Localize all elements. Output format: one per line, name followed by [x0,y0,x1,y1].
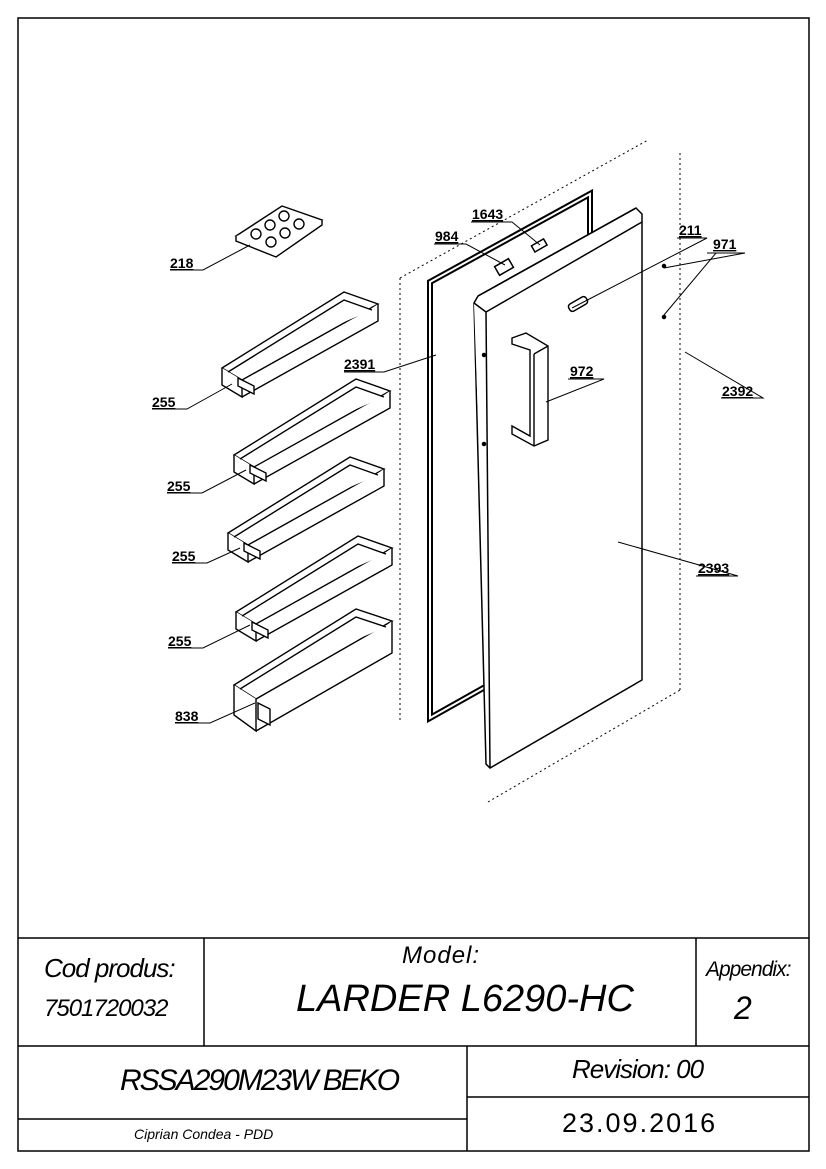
label-971: 971 [713,236,737,252]
label-211: 211 [679,222,702,238]
label-984: 984 [435,228,459,244]
label-255: 255 [152,394,176,410]
leader-lines [152,221,765,724]
appendix-label: Appendix: [706,958,791,981]
outer-door [473,207,667,769]
door-shelf [220,291,380,399]
door-shelf [234,535,394,643]
door-handle [511,332,549,447]
title-block-grid [18,937,809,1151]
door-shelf [226,456,386,564]
label-218: 218 [170,255,194,271]
label-2392: 2392 [722,383,753,399]
product-name: RSSA290M23W BEKO [120,1064,400,1097]
label-255: 255 [172,548,196,564]
product-code-label: Cod produs: [44,953,176,983]
label-255: 255 [168,633,192,649]
label-1643: 1643 [472,206,503,222]
model-value: LARDER L6290-HC [296,978,634,1020]
appendix-value: 2 [734,990,752,1026]
egg-tray [234,205,324,258]
label-255: 255 [167,478,191,494]
label-838: 838 [175,708,199,724]
revision: Revision: 00 [572,1054,704,1084]
door-shelf [232,378,392,486]
drawing-frame [17,17,810,1152]
product-code-value: 7501720032 [44,995,168,1022]
author: Ciprian Condea - PDD [134,1126,274,1142]
label-2391: 2391 [344,356,375,372]
model-label: Model: [402,942,481,969]
assembly-guide-lines [399,139,681,803]
revision-date: 23.09.2016 [562,1108,718,1138]
label-2393: 2393 [698,560,729,576]
label-972: 972 [570,363,594,379]
door-shelf-large [232,608,394,733]
